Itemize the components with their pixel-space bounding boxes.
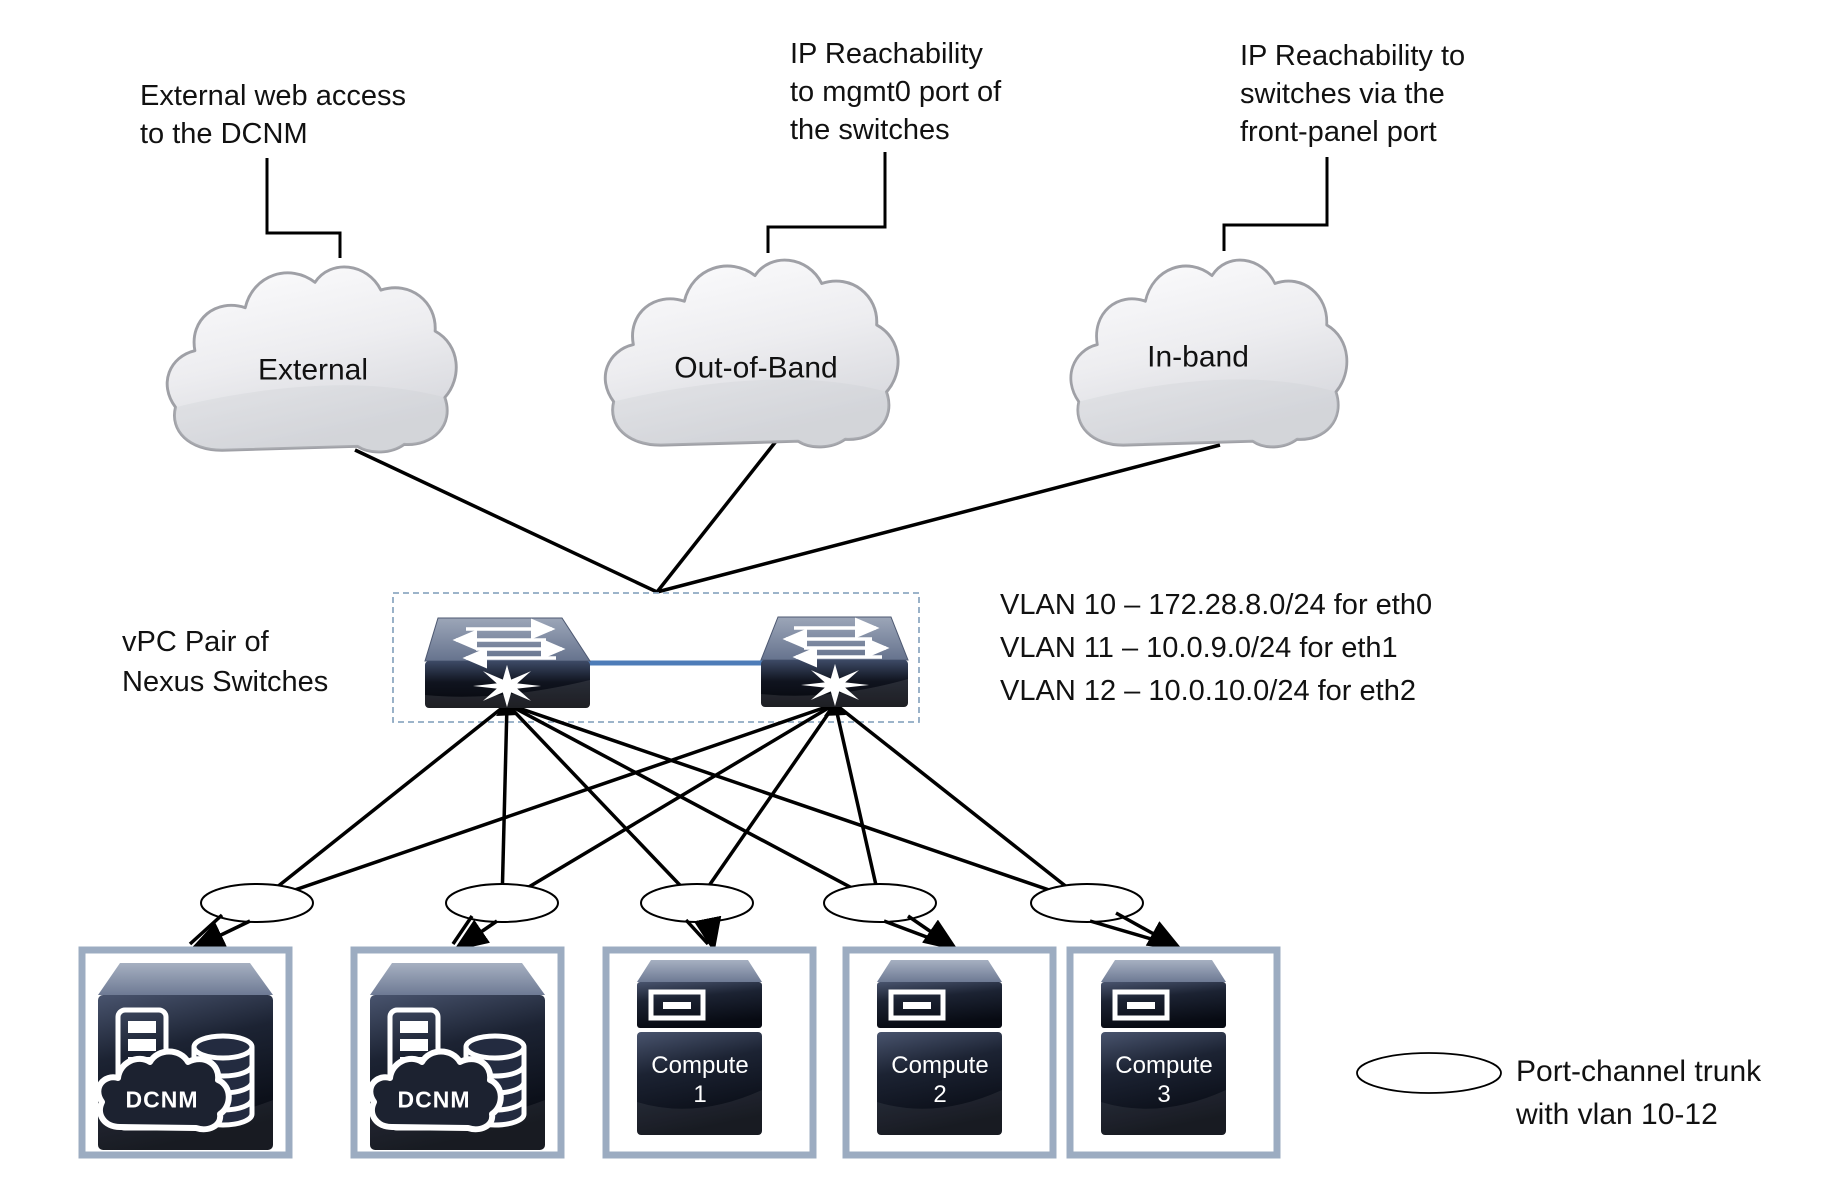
external-note-line: to the DCNM [140,117,308,150]
legend-ellipse [1356,1052,1502,1094]
compute-label: Compute 1 [651,1051,748,1109]
inband-note-connector [1222,157,1329,251]
external-uplink [354,448,658,594]
inband-note: IP Reachability to switches via the fron… [1240,38,1465,152]
vlan-entry: VLAN 11 – 10.0.9.0/24 for eth1 [1000,632,1398,664]
compute-label-word: Compute [651,1052,749,1079]
oob-note-line: to mgmt0 port of [790,75,1002,108]
switch-star-glyph [473,664,541,708]
compute-label-number: 2 [933,1081,947,1108]
oob-uplink [655,438,779,594]
compute-label-word: Compute [1115,1052,1213,1079]
switch-downlinks [255,702,1089,905]
inband-note-line: switches via the [1240,77,1445,110]
dcnm-appliance-icon [98,963,273,1150]
external-cloud-label: External [257,353,369,387]
inband-cloud-label: In-band [1147,340,1249,374]
inband-note-line: IP Reachability to [1240,40,1466,72]
right-switch-arrowhead [824,700,846,716]
annotation-connectors [265,152,1329,258]
legend-line: Port-channel trunk [1516,1055,1762,1088]
compute-label: Compute 3 [1115,1051,1212,1109]
switch-star-glyph [801,663,869,707]
dcnm-label: DCNM [125,1086,199,1113]
nexus-switch-icon-left [424,617,591,708]
port-channel-ellipse [1030,883,1144,923]
switch-arrows [452,618,566,669]
vpc-caption-line: vPC Pair of [122,626,269,658]
dcnm-server-1 [78,946,293,1159]
legend-line: with vlan 10-12 [1516,1098,1718,1131]
inband-note-line: front-panel port [1240,115,1437,148]
port-channel-ellipses [200,883,1144,923]
vpc-caption: vPC Pair of Nexus Switches [122,622,328,702]
external-note-connector [265,158,342,258]
legend-text: Port-channel trunk with vlan 10-12 [1516,1050,1761,1136]
vpc-caption-line: Nexus Switches [122,666,329,698]
vpc-dashed-box [392,592,920,723]
external-note-line: External web access [140,80,406,112]
port-channel-ellipse [445,883,559,923]
oob-note: IP Reachability to mgmt0 port of the swi… [790,36,1001,150]
dcnm-label: DCNM [397,1086,471,1113]
compute-server-1 [602,946,817,1159]
port-channel-ellipse [640,883,754,923]
compute-label: Compute 2 [891,1051,988,1109]
compute-label-word: Compute [891,1052,989,1079]
oob-note-line: the switches [790,113,950,146]
oob-note-line: IP Reachability [790,38,983,70]
oob-note-connector [766,152,887,253]
port-channel-ellipse [823,883,937,923]
vlan-entry: VLAN 10 – 172.28.8.0/24 for eth0 [1000,589,1433,621]
oob-cloud-label: Out-of-Band [674,351,838,385]
vlan-entry: VLAN 12 – 10.0.10.0/24 for eth2 [1000,675,1416,707]
dcnm-appliance-icon [370,963,545,1150]
nexus-switch-icon-right [760,616,909,707]
port-channel-ellipse [200,883,314,923]
inband-uplink [656,443,1221,594]
compute-server-2 [842,946,1057,1159]
vlan-list: VLAN 10 – 172.28.8.0/24 for eth0 VLAN 11… [1000,584,1432,713]
compute-server-3 [1066,946,1281,1159]
cloud-uplinks [354,438,1221,594]
server-boxes [78,946,1281,1159]
external-note: External web access to the DCNM [140,78,406,154]
switch-arrows [782,617,890,668]
server-links [188,911,1184,953]
compute-label-number: 3 [1157,1081,1171,1108]
compute-label-number: 1 [693,1081,707,1108]
dcnm-server-2 [350,946,565,1159]
